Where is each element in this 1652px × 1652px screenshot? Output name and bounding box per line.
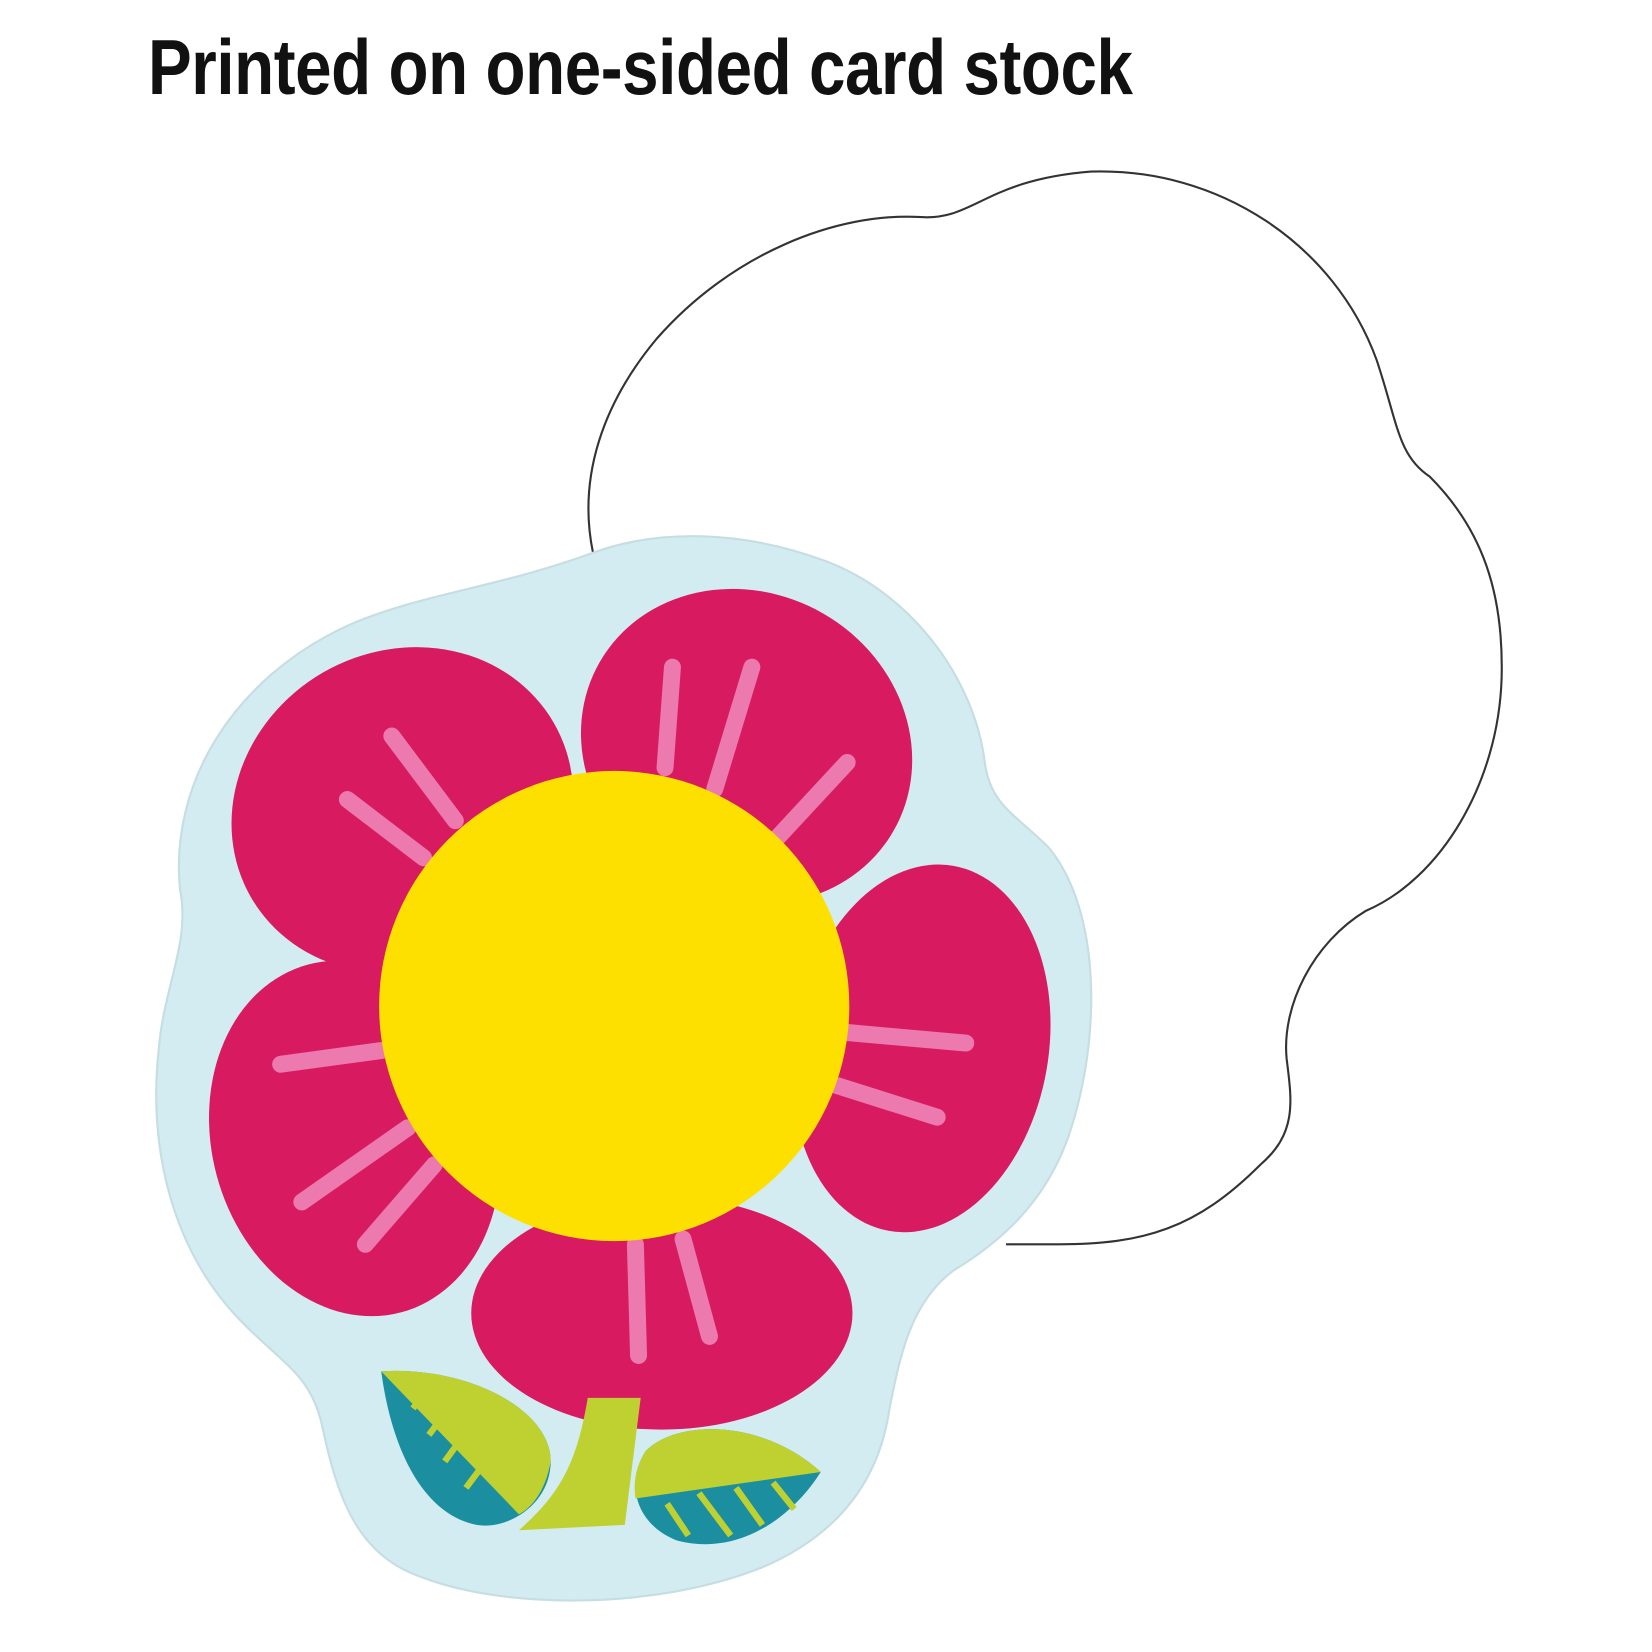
petal <box>792 864 1051 1233</box>
leaf-right <box>634 1429 821 1545</box>
page-title: Printed on one-sided card stock <box>148 23 1133 111</box>
card-back-outline <box>587 170 1503 1246</box>
flower-center <box>379 770 850 1242</box>
leaf-left <box>381 1370 551 1526</box>
petal <box>471 1196 853 1430</box>
flower <box>209 588 1051 1430</box>
card-back <box>587 170 1503 1246</box>
stem <box>518 1397 641 1531</box>
petal-stripes <box>272 658 975 1364</box>
